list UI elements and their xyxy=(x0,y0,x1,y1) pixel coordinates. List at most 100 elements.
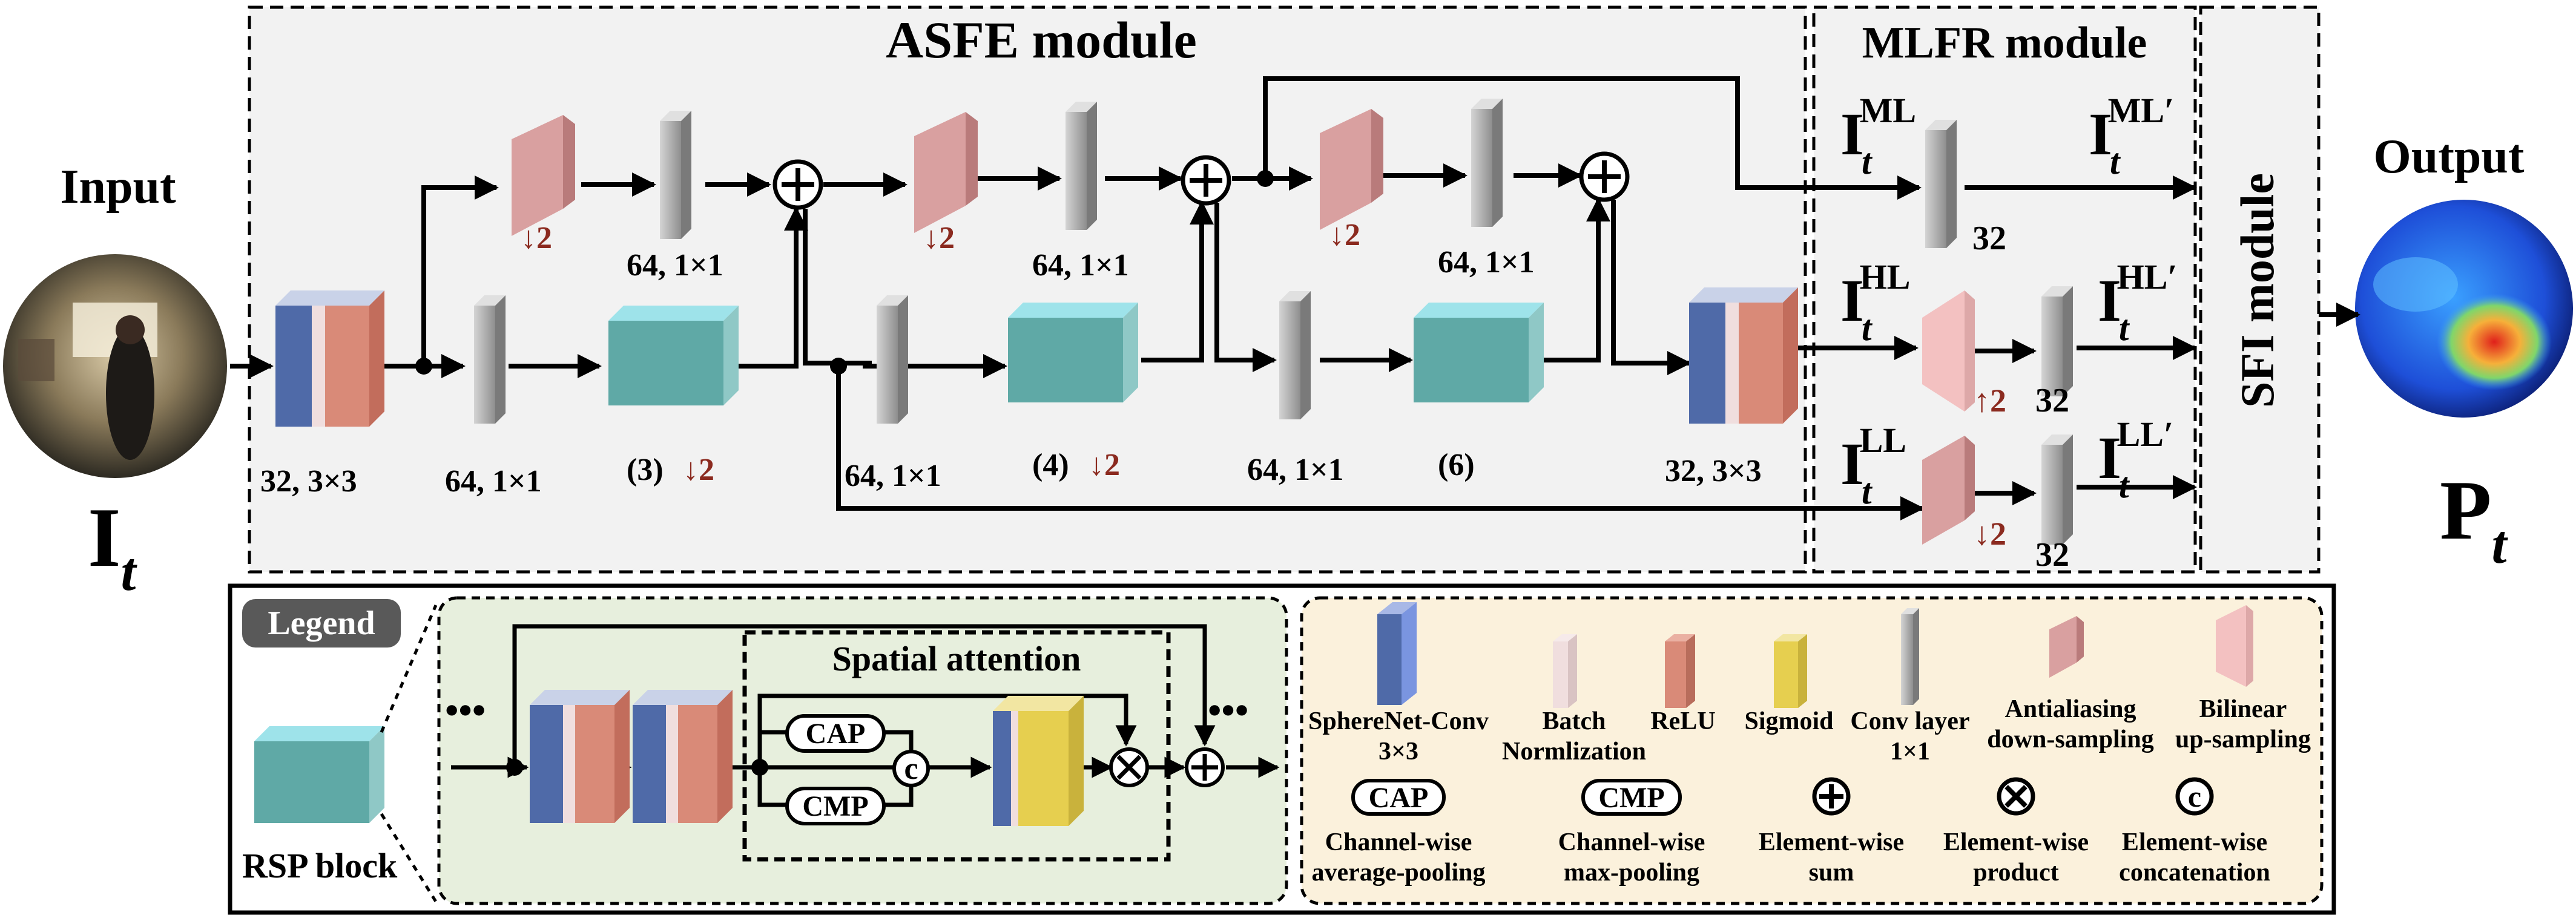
rsp-block-label: RSP block xyxy=(242,846,398,885)
sfi-module-frame xyxy=(2199,5,2321,574)
mlfr-ml-out: ItML′ xyxy=(2089,91,2174,182)
relu-icon xyxy=(1665,634,1695,708)
conv-1x1-layer xyxy=(877,295,908,424)
antialiasing-downsampling-block xyxy=(1922,436,1975,545)
junction-dot xyxy=(506,759,523,776)
svg-text:ItHL′: ItHL′ xyxy=(2098,257,2178,348)
sigmoid-icon xyxy=(1774,634,1807,708)
junction-dots xyxy=(415,170,1274,375)
rsp4-label: (4) xyxy=(1032,448,1069,482)
mlfr-ml-in: ItML xyxy=(1840,91,1916,182)
svg-text:ItLL′: ItLL′ xyxy=(2098,415,2173,505)
spherenet-conv-stack xyxy=(530,690,630,823)
bilinear-upsampling-block xyxy=(1922,290,1975,411)
rsp3-label: (3) xyxy=(627,453,664,487)
element-wise-sum-node xyxy=(1181,155,1231,206)
mlfr-module-title: MLFR module xyxy=(1862,18,2147,68)
conv-e-label: 64, 1×1 xyxy=(1247,453,1344,487)
spatial-attention-title: Spatial attention xyxy=(832,639,1081,678)
antialiasing-downsampling-block xyxy=(1320,109,1383,230)
legend-badge-label: Legend xyxy=(268,605,375,642)
cmp-icon xyxy=(1581,779,1682,816)
mlfr-hl-out: ItHL′ xyxy=(2098,257,2178,348)
down-b-label: ↓2 xyxy=(683,453,714,487)
input-symbol: It xyxy=(88,491,137,602)
input-heading: Input xyxy=(60,160,176,214)
spatial-attention-frame xyxy=(742,630,1171,862)
legend-badge xyxy=(242,599,401,648)
input-panorama-image xyxy=(3,254,227,478)
conv-1x1-layer xyxy=(2041,286,2073,396)
mlfr-ml-conv-label: 32 xyxy=(1972,220,2006,257)
rsp-in-label: 32, 3×3 xyxy=(260,464,357,499)
conv-1x1-layer xyxy=(1925,120,1957,248)
spherenet-conv-stack xyxy=(633,690,733,823)
cap-icon-label: CAP xyxy=(1369,782,1429,814)
spherenet-conv-stack-in xyxy=(275,290,384,427)
legend-caption-relu: ReLU xyxy=(1650,707,1715,735)
cmp-node xyxy=(785,787,886,825)
batch-norm-icon xyxy=(1553,634,1577,708)
mlfr-ll-out: ItLL′ xyxy=(2098,415,2173,505)
rsp-block-4 xyxy=(1008,303,1138,402)
svg-text:ItML′: ItML′ xyxy=(2089,91,2174,182)
conv-1x1-layer xyxy=(474,295,506,424)
sigmoid-conv-stack xyxy=(993,696,1084,826)
output-symbol: Pt xyxy=(2440,464,2509,575)
conv-d-top-label: 64, 1×1 xyxy=(1032,248,1129,283)
spherenet-conv-icon xyxy=(1377,602,1417,705)
element-wise-sum-node xyxy=(772,159,823,210)
product-node xyxy=(1109,747,1149,787)
rsp-detail-connections xyxy=(451,624,1280,807)
svg-text:ItHL: ItHL xyxy=(1840,257,1910,348)
conv-1x1-layer xyxy=(2041,434,2073,545)
junction-dot xyxy=(751,759,768,776)
output-heading: Output xyxy=(2374,130,2525,183)
legend-key-panel xyxy=(1300,596,2324,905)
down-a-label: ↓2 xyxy=(521,221,552,255)
concat-node xyxy=(892,750,930,787)
element-wise-product-icon xyxy=(1997,777,2035,816)
conv-layer-icon xyxy=(1901,608,1919,705)
rsp6-label: (6) xyxy=(1438,448,1475,482)
dots-right: ••• xyxy=(1208,689,1248,732)
cmp-icon-label: CMP xyxy=(1598,782,1664,814)
mlfr-hl-up-label: ↑2 xyxy=(1974,382,2006,419)
asfe-module-title: ASFE module xyxy=(886,11,1197,69)
conv-f-top-label: 64, 1×1 xyxy=(1438,245,1535,280)
legend-zoom-line xyxy=(380,813,438,903)
bilinear-upsampling-icon xyxy=(2216,605,2253,687)
cap-icon xyxy=(1351,779,1446,816)
antialiasing-downsampling-block xyxy=(914,112,978,233)
conv-a-label: 64, 1×1 xyxy=(445,464,542,499)
mlfr-hl-conv-label: 32 xyxy=(2035,382,2069,419)
down-d-label: ↓2 xyxy=(1089,448,1120,482)
antialiasing-downsampling-block xyxy=(512,115,575,236)
dots-left: ••• xyxy=(445,689,486,732)
spherenet-conv-stack-out xyxy=(1689,287,1798,424)
svg-text:ItLL: ItLL xyxy=(1840,421,1906,511)
element-wise-sum-node xyxy=(1579,151,1630,202)
down-c-label: ↓2 xyxy=(923,221,955,255)
down-e-label: ↓2 xyxy=(1329,218,1360,252)
rsp-out-label: 32, 3×3 xyxy=(1665,454,1762,488)
mlfr-ll-down-label: ↓2 xyxy=(1974,516,2006,552)
rsp-block-6 xyxy=(1414,303,1544,402)
antialiasing-downsampling-icon xyxy=(2049,616,2084,678)
element-wise-sum-icon xyxy=(1812,777,1851,816)
asfe-module-frame xyxy=(248,5,1807,574)
concat-node-symbol: c xyxy=(904,752,918,786)
conv-1x1-layer xyxy=(1279,291,1311,419)
rsp-block-3 xyxy=(608,306,739,405)
